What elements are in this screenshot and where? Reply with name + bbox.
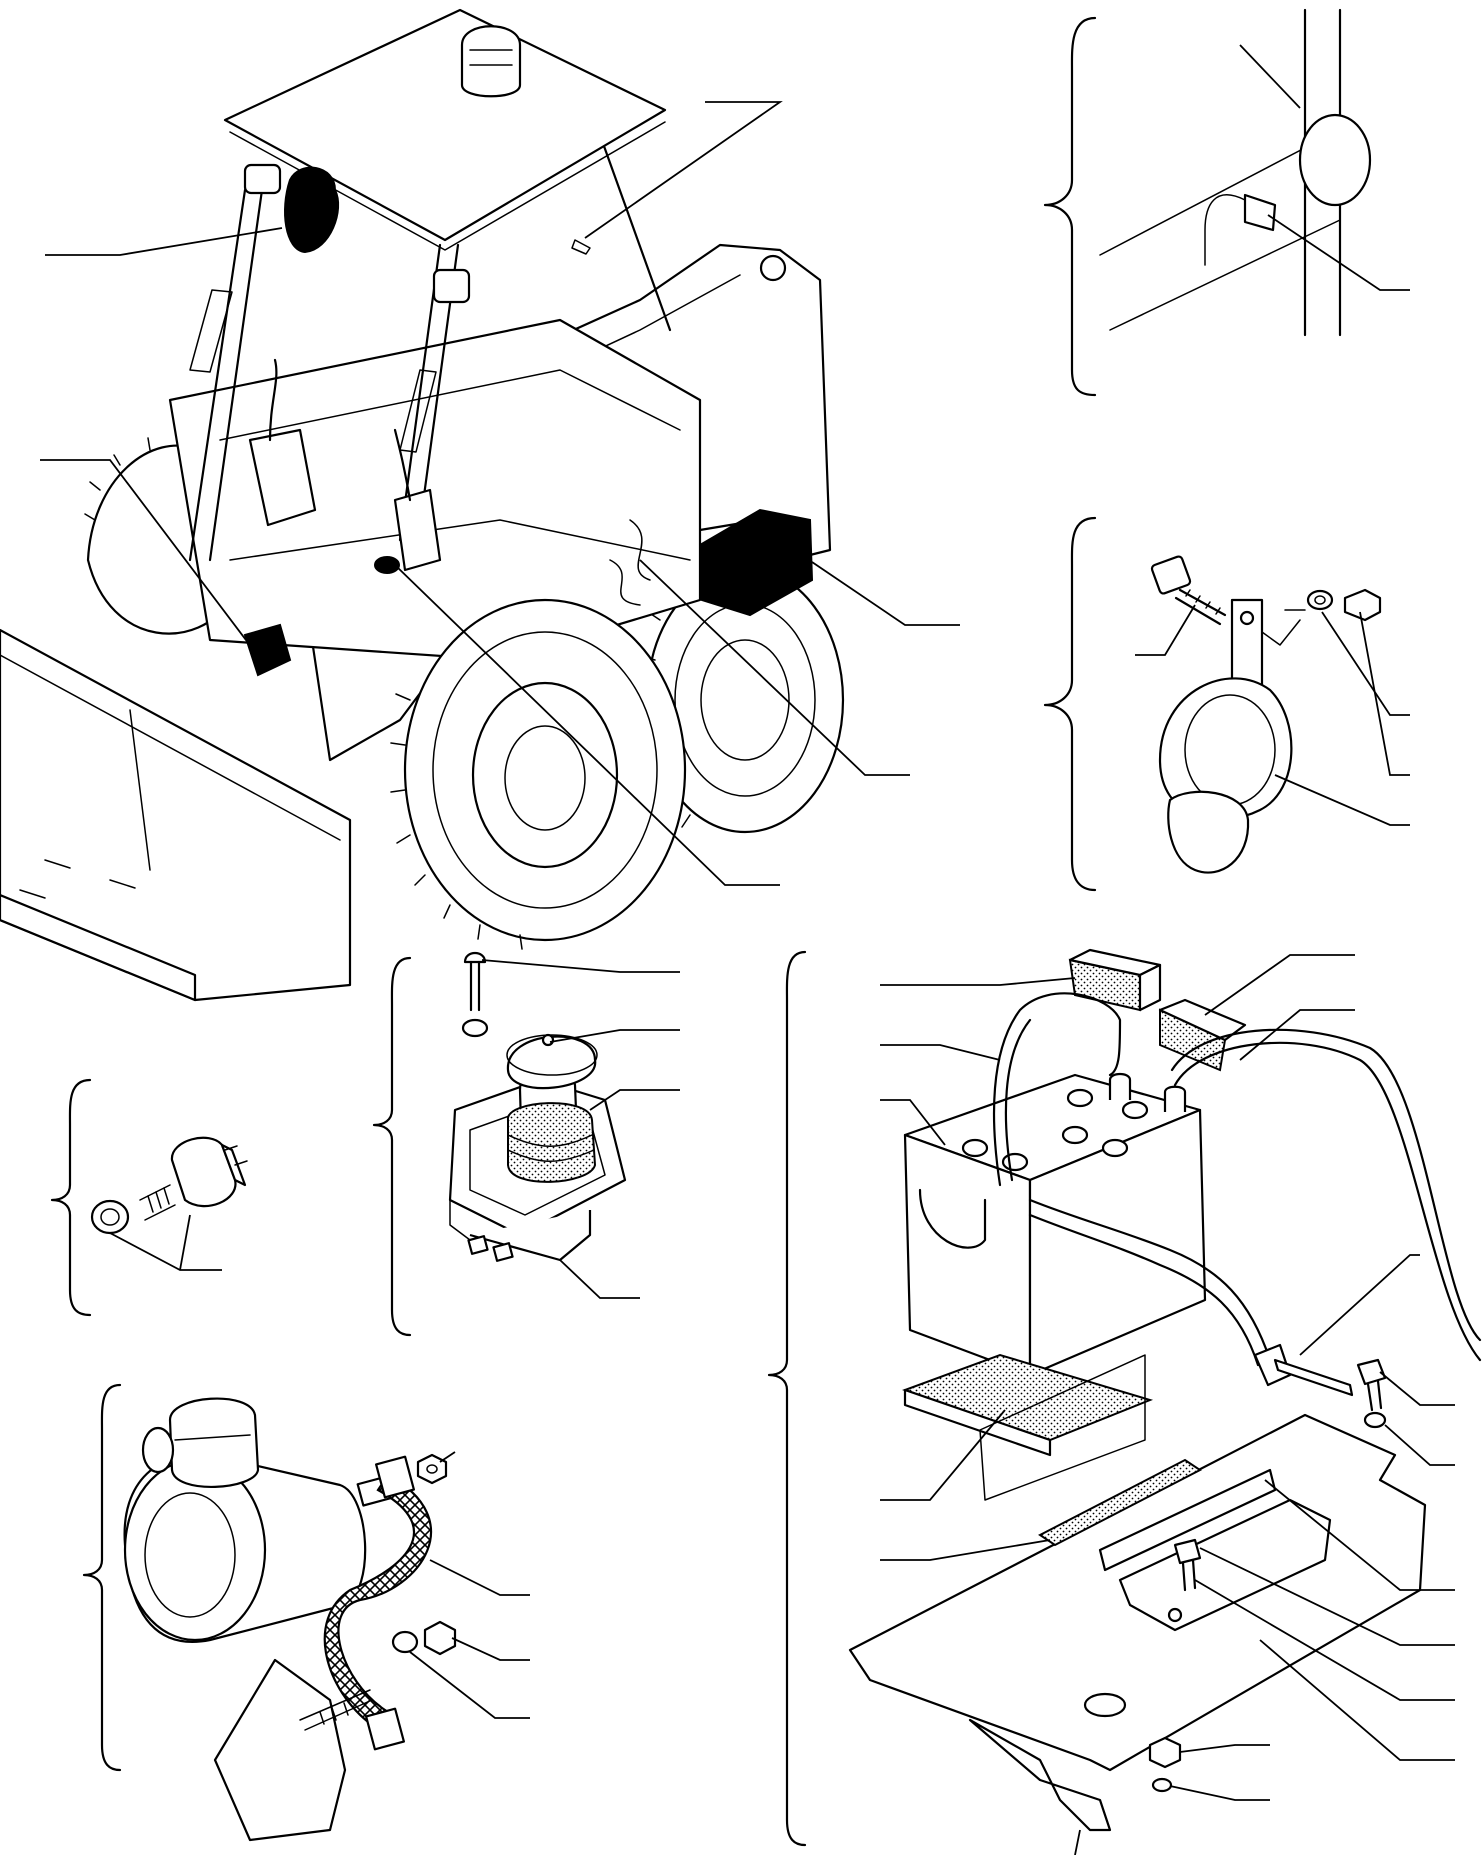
loader-overview: [0, 8, 960, 1002]
battery-pad: [902, 1353, 1154, 1442]
bucket: [0, 628, 352, 1002]
wire-harness: [609, 519, 651, 606]
switch-blackout: [243, 623, 292, 677]
starter-strap-detail: [82, 1383, 530, 1842]
horn-detail: [1043, 516, 1410, 892]
rear-lamp-detail: [1043, 8, 1410, 397]
ground-strap: [323, 1455, 433, 1751]
front-right-wheel: [390, 598, 687, 950]
push-button-detail: [372, 951, 680, 1337]
rear-wheel: [640, 566, 845, 834]
pressure-switch-detail: [50, 1078, 248, 1317]
frame-bracket: [213, 1658, 347, 1842]
battery-tray-detail: [767, 948, 1482, 1855]
lens-pointer: [571, 239, 591, 255]
starter-motor: [123, 1397, 394, 1643]
relay-box: [698, 508, 814, 617]
beacon-lamp: [460, 25, 522, 98]
work-lamp-blackout: [284, 166, 340, 254]
horn-bolt: [1150, 555, 1227, 626]
ground-cable: [1028, 1198, 1272, 1362]
machine-body: [168, 318, 702, 662]
connector-blackout: [374, 556, 400, 574]
battery: [903, 1072, 1207, 1377]
negative-cable: [992, 992, 1122, 1187]
positive-cable: [1173, 1041, 1482, 1362]
